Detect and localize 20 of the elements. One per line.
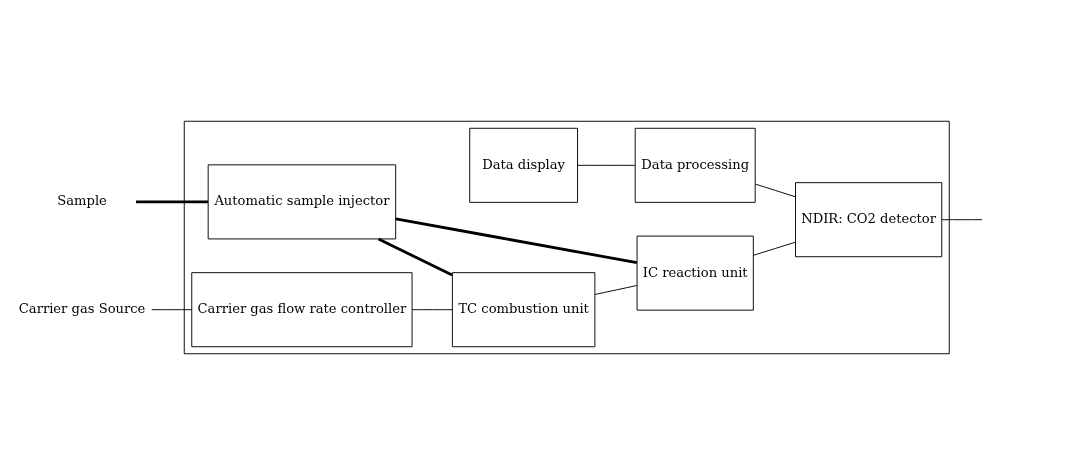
connector xyxy=(577,164,636,166)
node-box: TC combustion unit xyxy=(451,271,596,347)
node-box: Data display xyxy=(469,127,578,203)
connector xyxy=(753,241,796,256)
node-box: Data processing xyxy=(634,127,756,203)
node-box: NDIR: CO2 detector xyxy=(795,181,943,257)
connector xyxy=(136,199,209,203)
connector xyxy=(151,308,193,310)
connector xyxy=(395,216,638,264)
node-box: IC reaction unit xyxy=(636,235,754,311)
connector xyxy=(941,218,983,220)
node-box: Carrier gas flow rate controller xyxy=(191,271,413,347)
node-box: Automatic sample injector xyxy=(207,163,397,239)
node-text: Sample xyxy=(57,192,107,208)
connector xyxy=(377,237,453,276)
connector xyxy=(411,308,453,310)
node-text: Carrier gas Source xyxy=(18,300,146,316)
cluster xyxy=(183,120,950,354)
connector xyxy=(754,183,796,197)
connector xyxy=(594,284,638,295)
